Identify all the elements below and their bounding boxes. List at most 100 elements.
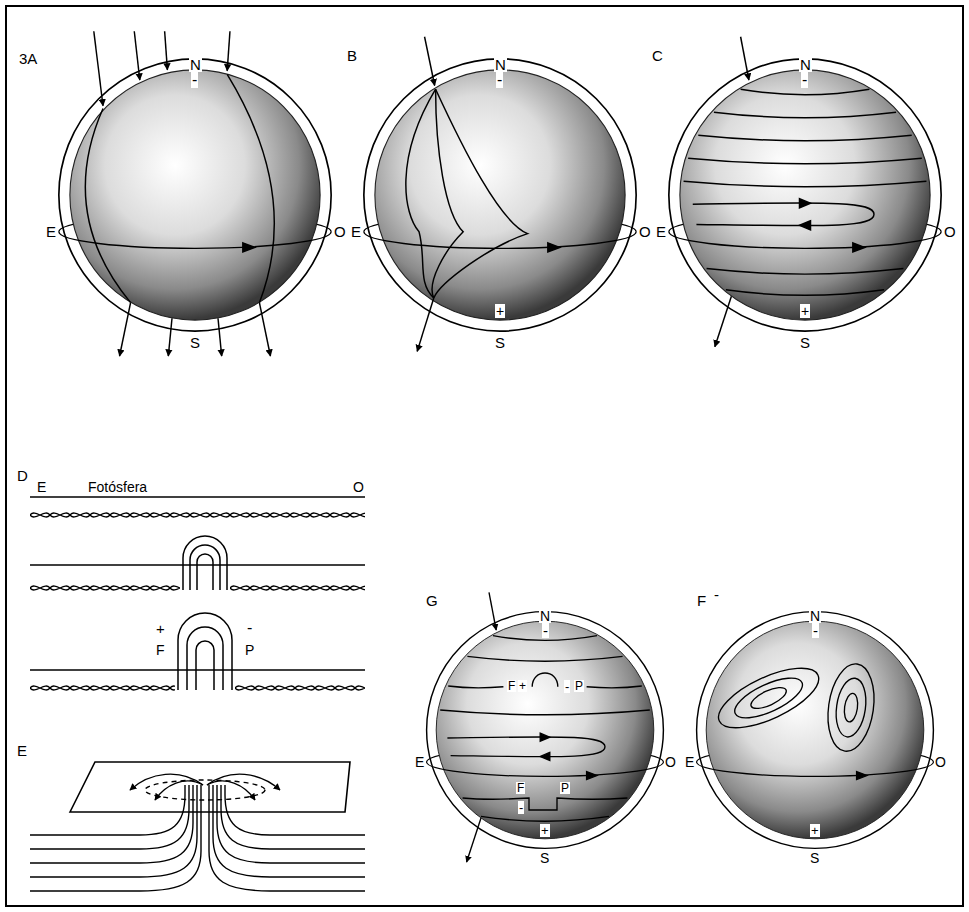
globe-flux-contours-part-part (711, 656, 827, 740)
flux-rope-emergence-part-part (235, 680, 365, 696)
globe-toroidal (669, 37, 941, 347)
panel-letter: 3A (18, 51, 38, 66)
globe-toroidal-part (799, 221, 810, 230)
pole-label: S (799, 335, 811, 350)
layer-name: Fotósfera (87, 480, 148, 494)
flux-rope-emergence-part (178, 613, 232, 690)
polarity-sign: + (540, 824, 550, 837)
globe-poloidal-part (85, 109, 130, 303)
sunspot-field-plane-part (30, 785, 193, 863)
spot-label: F (155, 643, 166, 657)
flux-rope-emergence-part (30, 580, 180, 596)
spot-label: P (560, 782, 570, 794)
globe-flux-contours-part-part (843, 692, 860, 722)
flux-rope-emergence-part (30, 669, 365, 671)
panel-letter: D (16, 468, 29, 483)
globe-bipolar-regions-part (463, 798, 628, 810)
globe-flux-contours-part (823, 661, 880, 754)
globe-bipolar-regions-part (489, 592, 496, 630)
flux-rope-emergence-part (230, 580, 365, 596)
direction-label: E (414, 755, 425, 769)
globe-bipolar-regions-part (467, 656, 622, 661)
direction-label: O (664, 755, 677, 769)
flux-rope-emergence-part-part (230, 580, 365, 596)
globe-flux-contours-part-part (748, 683, 789, 712)
sunspot-field-plane-part (145, 780, 265, 800)
sunspot-field-plane-part (30, 785, 197, 877)
flux-rope-emergence-part (187, 627, 223, 690)
globe-bipolar-regions (427, 592, 664, 862)
globe-bipolar-regions-part (427, 762, 664, 780)
panel-letter: F (696, 593, 707, 608)
globe-stretching-part (364, 59, 636, 331)
direction-label: O (638, 224, 652, 239)
globe-bipolar-regions-part (540, 752, 550, 760)
sunspot-field-plane-part (221, 785, 365, 849)
sunspot-field-plane-part (207, 781, 255, 800)
sunspot-field-plane-part (70, 762, 350, 812)
panel-letter: C (651, 48, 664, 63)
globe-flux-contours (697, 612, 934, 849)
sunspot-field-plane-part (217, 785, 365, 863)
globe-stretching-part (425, 37, 435, 86)
globe-poloidal-part (218, 318, 222, 356)
pole-label: S (809, 851, 820, 865)
globe-bipolar-regions-part (427, 612, 664, 849)
globe-poloidal-part (227, 74, 274, 302)
sunspot-field-plane (30, 762, 365, 891)
globe-stretching-part (364, 232, 636, 252)
pole-label: S (494, 335, 506, 350)
polarity-sign: - (518, 801, 524, 814)
sunspot-field-plane-part (155, 781, 203, 800)
globe-flux-contours-part (711, 656, 827, 740)
globe-poloidal-part (59, 59, 331, 331)
globe-bipolar-regions-part (587, 686, 642, 688)
polarity-sign: - (496, 72, 503, 88)
flux-rope-emergence-part (30, 680, 175, 696)
globe-toroidal-part (684, 181, 927, 187)
globe-bipolar-regions-part (532, 673, 558, 687)
direction-label: O (352, 480, 365, 494)
sunspot-field-plane-part (209, 785, 365, 891)
globe-poloidal-part (134, 31, 140, 80)
flux-rope-emergence-part (190, 545, 220, 590)
globe-flux-contours-part-part (833, 676, 870, 739)
flux-rope-emergence-part (30, 496, 365, 498)
globe-stretching-part (432, 89, 463, 298)
polarity-sign: - (542, 623, 549, 638)
sunspot-field-plane-part (225, 785, 365, 835)
spot-label: P (574, 680, 584, 692)
pole-label: S (539, 851, 550, 865)
pole-label: N (809, 609, 821, 623)
globe-toroidal-part (741, 89, 870, 95)
direction-label: E (655, 224, 667, 239)
polarity-sign: + (810, 824, 820, 837)
spot-label: F (516, 782, 525, 794)
globe-bipolar-regions-part (540, 733, 550, 741)
polarity-sign: + (155, 621, 166, 636)
direction-label: E (350, 224, 362, 239)
polarity-sign: + (495, 304, 505, 318)
pole-label: N (494, 57, 507, 72)
globe-toroidal-part (707, 269, 904, 275)
globe-poloidal-part (120, 303, 131, 356)
globe-poloidal-part (168, 318, 172, 356)
globe-toroidal-part (698, 135, 911, 141)
pole-label: N (539, 609, 551, 623)
globe-poloidal-part (59, 232, 331, 252)
globe-bipolar-regions-part (447, 737, 605, 757)
globe-bipolar-regions-part (440, 710, 650, 715)
globe-stretching-part (417, 298, 434, 351)
sunspot-field-plane-part (30, 785, 201, 891)
panel-letter: B (346, 48, 358, 63)
flux-rope-emergence-part (183, 536, 227, 590)
sunspot-field-plane-part (30, 785, 189, 849)
polarity-sign: - (801, 72, 808, 88)
globe-poloidal-part (165, 31, 168, 70)
globe-stretching-part (434, 89, 528, 298)
polarity-sign: - (812, 623, 819, 638)
polarity-sign: + (518, 680, 527, 692)
direction-label: O (934, 755, 947, 769)
globe-toroidal-part (688, 158, 922, 164)
polarity-sign: - (191, 72, 198, 88)
